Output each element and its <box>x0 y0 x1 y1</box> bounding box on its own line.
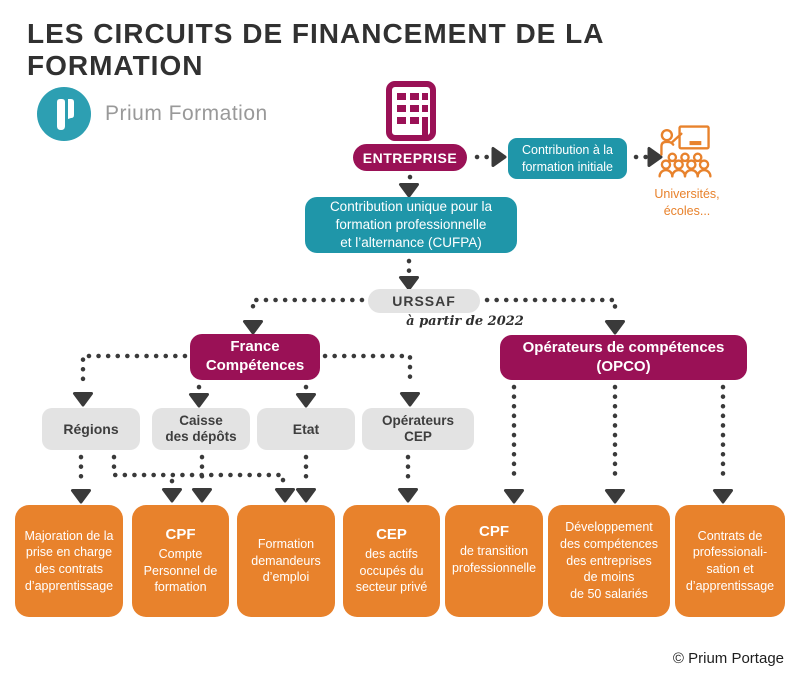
outcome-cpf-transition: CPF de transition professionnelle <box>445 505 543 617</box>
caisse-depots-node: Caisse des dépôts <box>152 408 250 450</box>
universites-label: Universités, écoles... <box>654 187 720 218</box>
dotted-lines <box>78 154 726 485</box>
outcome-formation-demandeurs: Formation demandeurs d’emploi <box>237 505 335 617</box>
urssaf-note: à partir de 2022 <box>406 314 524 329</box>
prium-formation-logo: Prium Formation <box>36 86 268 142</box>
page-title: LES CIRCUITS DE FINANCEMENT DE LA FORMAT… <box>27 18 604 81</box>
outcome-title: CEP <box>376 525 407 543</box>
universities-icon <box>658 125 712 178</box>
outcome-developpement-competences: Développement des compétences des entrep… <box>548 505 670 617</box>
arrowhead-icons <box>71 147 733 504</box>
building-icon <box>386 81 436 141</box>
outcome-title: CPF <box>165 525 196 543</box>
entreprise-node: ENTREPRISE <box>353 144 467 171</box>
etat-node: Etat <box>257 408 355 450</box>
outcome-body: Majoration de la prise en charge des con… <box>24 528 114 593</box>
outcome-body: Développement des compétences des entrep… <box>560 520 658 602</box>
outcome-cpf: CPF Compte Personnel de formation <box>132 505 229 617</box>
outcome-body: de transition professionnelle <box>451 544 537 575</box>
outcome-body: Formation demandeurs d’emploi <box>251 536 321 585</box>
outcome-cep-actifs: CEP des actifs occupés du secteur privé <box>343 505 440 617</box>
outcome-body: Contrats de professionali- sation et d’a… <box>685 528 775 593</box>
opco-node: Opérateurs de compétences (OPCO) <box>500 335 747 380</box>
outcome-contrats-professionnalisation: Contrats de professionali- sation et d’a… <box>675 505 785 617</box>
outcome-majoration-apprentissage: Majoration de la prise en charge des con… <box>15 505 123 617</box>
contribution-initiale-node: Contribution à la formation initiale <box>508 138 627 179</box>
logo-icon <box>37 87 91 141</box>
cufpa-node: Contribution unique pour la formation pr… <box>305 197 517 253</box>
regions-node: Régions <box>42 408 140 450</box>
copyright-text: © Prium Portage <box>672 650 784 667</box>
outcome-body: des actifs occupés du secteur privé <box>355 546 428 595</box>
france-competences-node: France Compétences <box>190 334 320 380</box>
outcome-body: Compte Personnel de formation <box>143 546 218 595</box>
outcome-title: CPF <box>479 523 509 540</box>
operateurs-cep-node: Opérateurs CEP <box>362 408 474 450</box>
urssaf-node: URSSAF <box>368 289 480 313</box>
logo-text: Prium Formation <box>105 102 268 125</box>
